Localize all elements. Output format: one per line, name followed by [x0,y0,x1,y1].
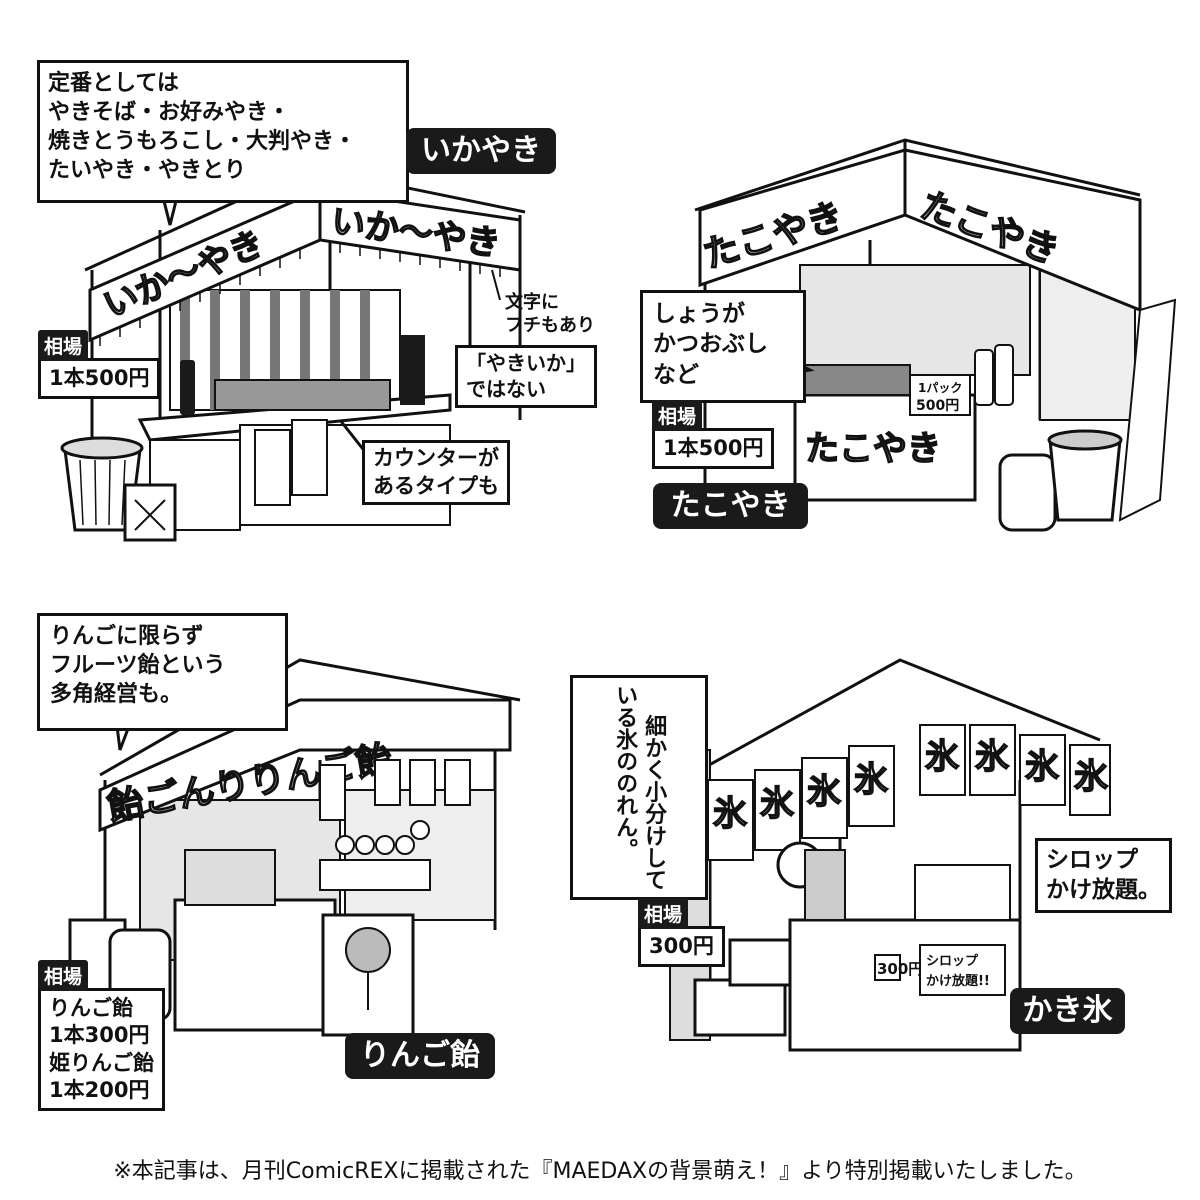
kakigori-counter-syrup: シロップ [926,954,979,969]
ikayaki-not-yakiika-bubble: 「やきいか」 ではない [455,345,597,408]
ikayaki-price-value: 1本500円 [38,358,161,400]
takoyaki-counter-sign: たこやき [805,429,941,469]
ringoame-price-value: りんご飴 1本300円 姫りんご飴 1本200円 [38,988,165,1112]
ikayaki-panel: いか〜やき いか〜やき 定番としては やきそば・お好みやき・ 焼きとうもろこし・… [0,0,600,560]
kakigori-counter-price: 300円 [877,960,923,978]
kakigori-price-head: 相場 [638,898,689,929]
kakigori-noren-1: 氷 [713,794,748,834]
ikayaki-price: 相場 1本500円 [38,330,161,400]
takoyaki-title-label: たこやき [653,483,808,529]
takoyaki-toppings-bubble: しょうが かつおぶし など [640,290,806,403]
kakigori-noren-5: 氷 [925,737,960,777]
kakigori-panel: 氷 氷 氷 氷 氷 氷 氷 氷 300円 シロップ かけ放題!! 細かく小分けし… [570,600,1200,1120]
ikayaki-price-head: 相場 [38,330,89,361]
ikayaki-title-label: いかやき [406,128,556,174]
kakigori-noren-text: 細かく小分けして いる氷ののれん。 [612,684,667,891]
kakigori-noren-6: 氷 [975,737,1010,777]
takoyaki-panel: たこやき たこやき たこやき 1パック 500円 しょうが かつおぶし など 相… [600,0,1200,560]
kakigori-stall-illustration: 氷 氷 氷 氷 氷 氷 氷 氷 300円 シロップ かけ放題!! [669,658,1111,1052]
ringoame-panel: 飴ごんりりんご飴 りんごに限らず フルーツ飴という 多角経営も。 相場 りんご飴… [0,600,600,1120]
ikayaki-menu-bubble: 定番としては やきそば・お好みやき・ 焼きとうもろこし・大判やき・ たいやき・や… [37,60,409,203]
ikayaki-counter-bubble: カウンターが あるタイプも [362,440,510,506]
takoyaki-stall-illustration: たこやき たこやき たこやき 1パック 500円 [694,138,1177,532]
ringoame-price: 相場 りんご飴 1本300円 姫りんご飴 1本200円 [38,960,165,1112]
kakigori-syrup-bubble: シロップ かけ放題。 [1035,838,1172,913]
ringoame-fruit-bubble: りんごに限らず フルーツ飴という 多角経営も。 [37,613,288,731]
ringoame-price-head: 相場 [38,960,89,991]
ringoame-title-label: りんご飴 [345,1033,495,1079]
takoyaki-price-value: 1本500円 [652,428,775,470]
kakigori-price: 相場 300円 [638,898,725,968]
takoyaki-price-head: 相場 [652,400,703,431]
takoyaki-price: 相場 1本500円 [652,400,775,470]
kakigori-noren-8: 氷 [1074,757,1109,797]
takoyaki-pack-sign: 1パック [918,381,962,395]
footer-note: ※本記事は、月刊ComicREXに掲載された『MAEDAXの背景萌え！』より特別… [113,1159,1087,1184]
kakigori-counter-free: かけ放題!! [926,973,990,989]
kakigori-price-value: 300円 [638,926,725,968]
kakigori-noren-3: 氷 [807,772,842,812]
kakigori-title-label: かき氷 [1010,988,1125,1034]
kakigori-noren-7: 氷 [1025,747,1060,787]
kakigori-noren-2: 氷 [760,784,795,824]
takoyaki-pack-price: 500円 [916,398,959,414]
kakigori-noren-4: 氷 [854,760,889,800]
ikayaki-outline-note: 文字に フチもあり [505,292,595,336]
kakigori-noren-bubble: 細かく小分けして いる氷ののれん。 [570,675,709,900]
ikayaki-stall-illustration: いか〜やき いか〜やき [60,160,526,542]
